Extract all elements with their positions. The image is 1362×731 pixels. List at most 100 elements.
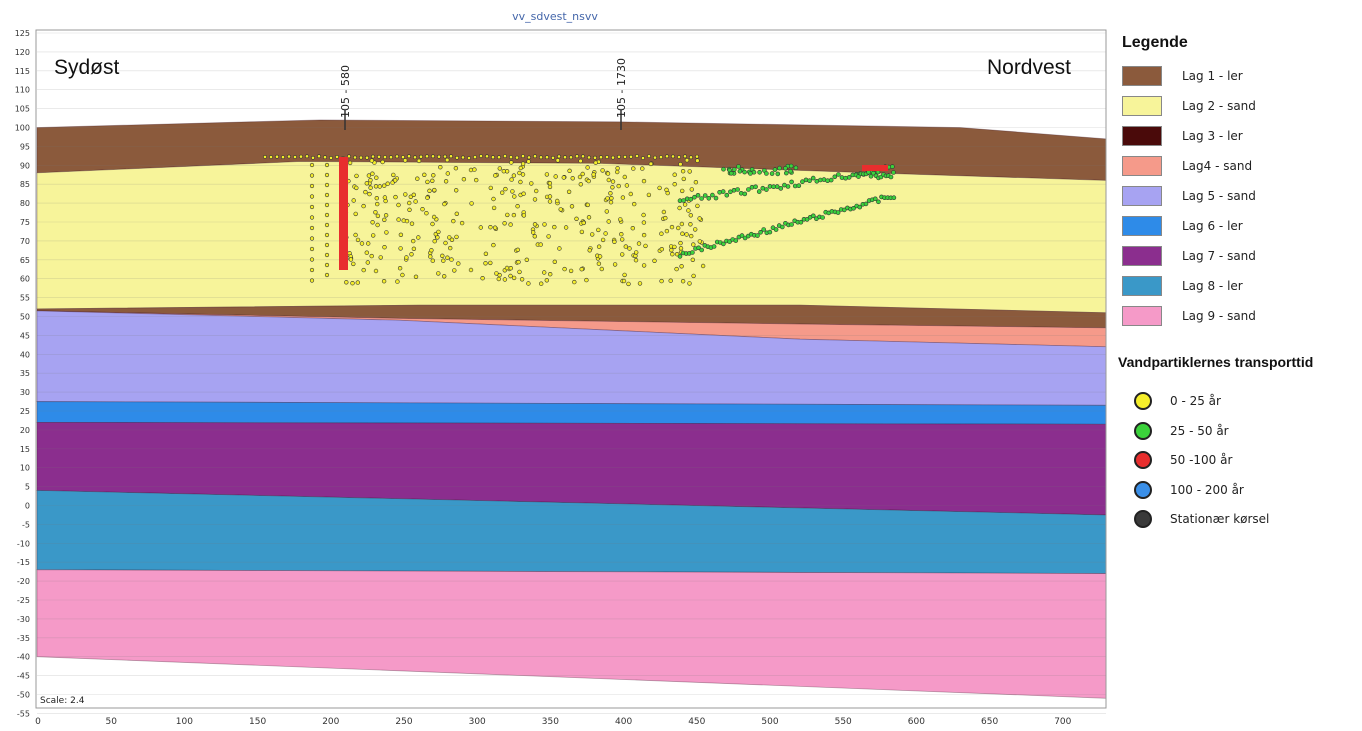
particle-dot (888, 174, 894, 180)
particle-dot (496, 276, 501, 282)
particle-dot (364, 250, 369, 255)
particle-dot (890, 164, 895, 169)
particle-dot (686, 208, 691, 213)
particle-dot (647, 154, 651, 159)
particle-dot (502, 221, 507, 226)
particle-dot (517, 269, 522, 275)
transport-item: 0 - 25 år (1122, 391, 1221, 411)
particle-dot (635, 154, 639, 158)
screen-red-right (862, 165, 888, 171)
particle-dot (491, 196, 496, 202)
particle-dot (856, 174, 861, 179)
particle-dot (448, 245, 453, 251)
particle-dot (431, 173, 436, 178)
particle-dot (533, 188, 539, 194)
particle-dot (777, 165, 782, 171)
y-tick-label: 45 (20, 331, 30, 340)
particle-dot (553, 174, 558, 179)
x-tick-label: 250 (395, 717, 412, 727)
particle-dot (702, 193, 708, 198)
particle-dot (687, 169, 692, 174)
particle-dot (445, 157, 450, 163)
legend-item: Lag 2 - sand (1122, 96, 1256, 116)
particle-dot (441, 258, 446, 263)
particle-dot (769, 171, 775, 176)
particle-dot (324, 202, 330, 208)
particle-dot (668, 278, 673, 283)
particle-dot (503, 154, 507, 159)
particle-dot (518, 165, 523, 171)
particle-dot (688, 213, 693, 218)
x-tick-label: 550 (835, 717, 852, 727)
particle-dot (547, 272, 553, 277)
particle-dot (665, 154, 669, 159)
particle-dot (637, 281, 643, 286)
legend-swatch (1122, 186, 1162, 206)
particle-dot (727, 239, 732, 244)
particle-dot (633, 253, 638, 259)
y-tick-label: 105 (15, 105, 30, 114)
particle-dot (629, 154, 633, 159)
particle-dot (483, 251, 489, 257)
particle-dot (608, 200, 614, 205)
particle-dot (488, 225, 493, 230)
legend-swatch (1122, 246, 1162, 266)
transport-label: 100 - 200 år (1170, 482, 1244, 497)
particle-dot (778, 186, 784, 191)
particle-dot (569, 155, 573, 160)
particle-dot (378, 255, 383, 260)
particle-dot (491, 205, 497, 211)
transport-label: 50 -100 år (1170, 453, 1233, 467)
particle-dot (619, 252, 625, 257)
particle-dot (680, 279, 686, 284)
particle-dot (669, 224, 675, 230)
particle-dot (383, 213, 389, 218)
particle-dot (675, 225, 681, 231)
particle-dot (678, 246, 684, 251)
particle-dot (335, 154, 339, 159)
particle-dot (687, 281, 692, 286)
particle-dot (547, 184, 553, 190)
particle-dot (547, 194, 553, 199)
particle-dot (617, 154, 621, 159)
particle-dot (527, 155, 531, 160)
particle-dot (411, 192, 416, 198)
particle-dot (600, 168, 605, 173)
particle-dot (599, 266, 604, 272)
particle-dot (538, 242, 543, 247)
particle-dot (361, 203, 366, 209)
particle-dot (758, 230, 763, 235)
particle-dot (585, 165, 590, 170)
particle-dot (578, 182, 583, 187)
y-tick-label: 90 (20, 161, 30, 170)
transport-label: 25 - 50 år (1170, 423, 1229, 438)
particle-dot (612, 239, 617, 245)
particle-dot (366, 173, 372, 178)
particle-dot (677, 254, 683, 259)
x-tick-label: 100 (176, 717, 193, 727)
particle-dot (683, 154, 687, 159)
particle-dot (299, 154, 303, 159)
particle-dot (500, 190, 505, 195)
particle-dot (674, 252, 680, 257)
particle-dot (515, 155, 519, 160)
particle-dot (413, 155, 417, 160)
x-tick-label: 450 (688, 717, 705, 727)
particle-dot (674, 266, 679, 272)
particle-dot (868, 173, 874, 179)
particle-dot (657, 185, 662, 191)
particle-dot (351, 261, 356, 267)
particle-dot (309, 173, 315, 178)
particle-dot (354, 173, 359, 179)
particle-dot (691, 242, 696, 247)
y-tick-label: 0 (25, 502, 30, 511)
particle-dot (371, 154, 375, 159)
y-tick-label: -10 (17, 539, 30, 548)
particle-dot (677, 155, 681, 159)
particle-dot (474, 177, 479, 183)
particle-dot (828, 177, 834, 183)
particle-dot (684, 158, 690, 163)
transport-item: 50 -100 år (1122, 450, 1232, 470)
particle-dot (619, 237, 625, 242)
